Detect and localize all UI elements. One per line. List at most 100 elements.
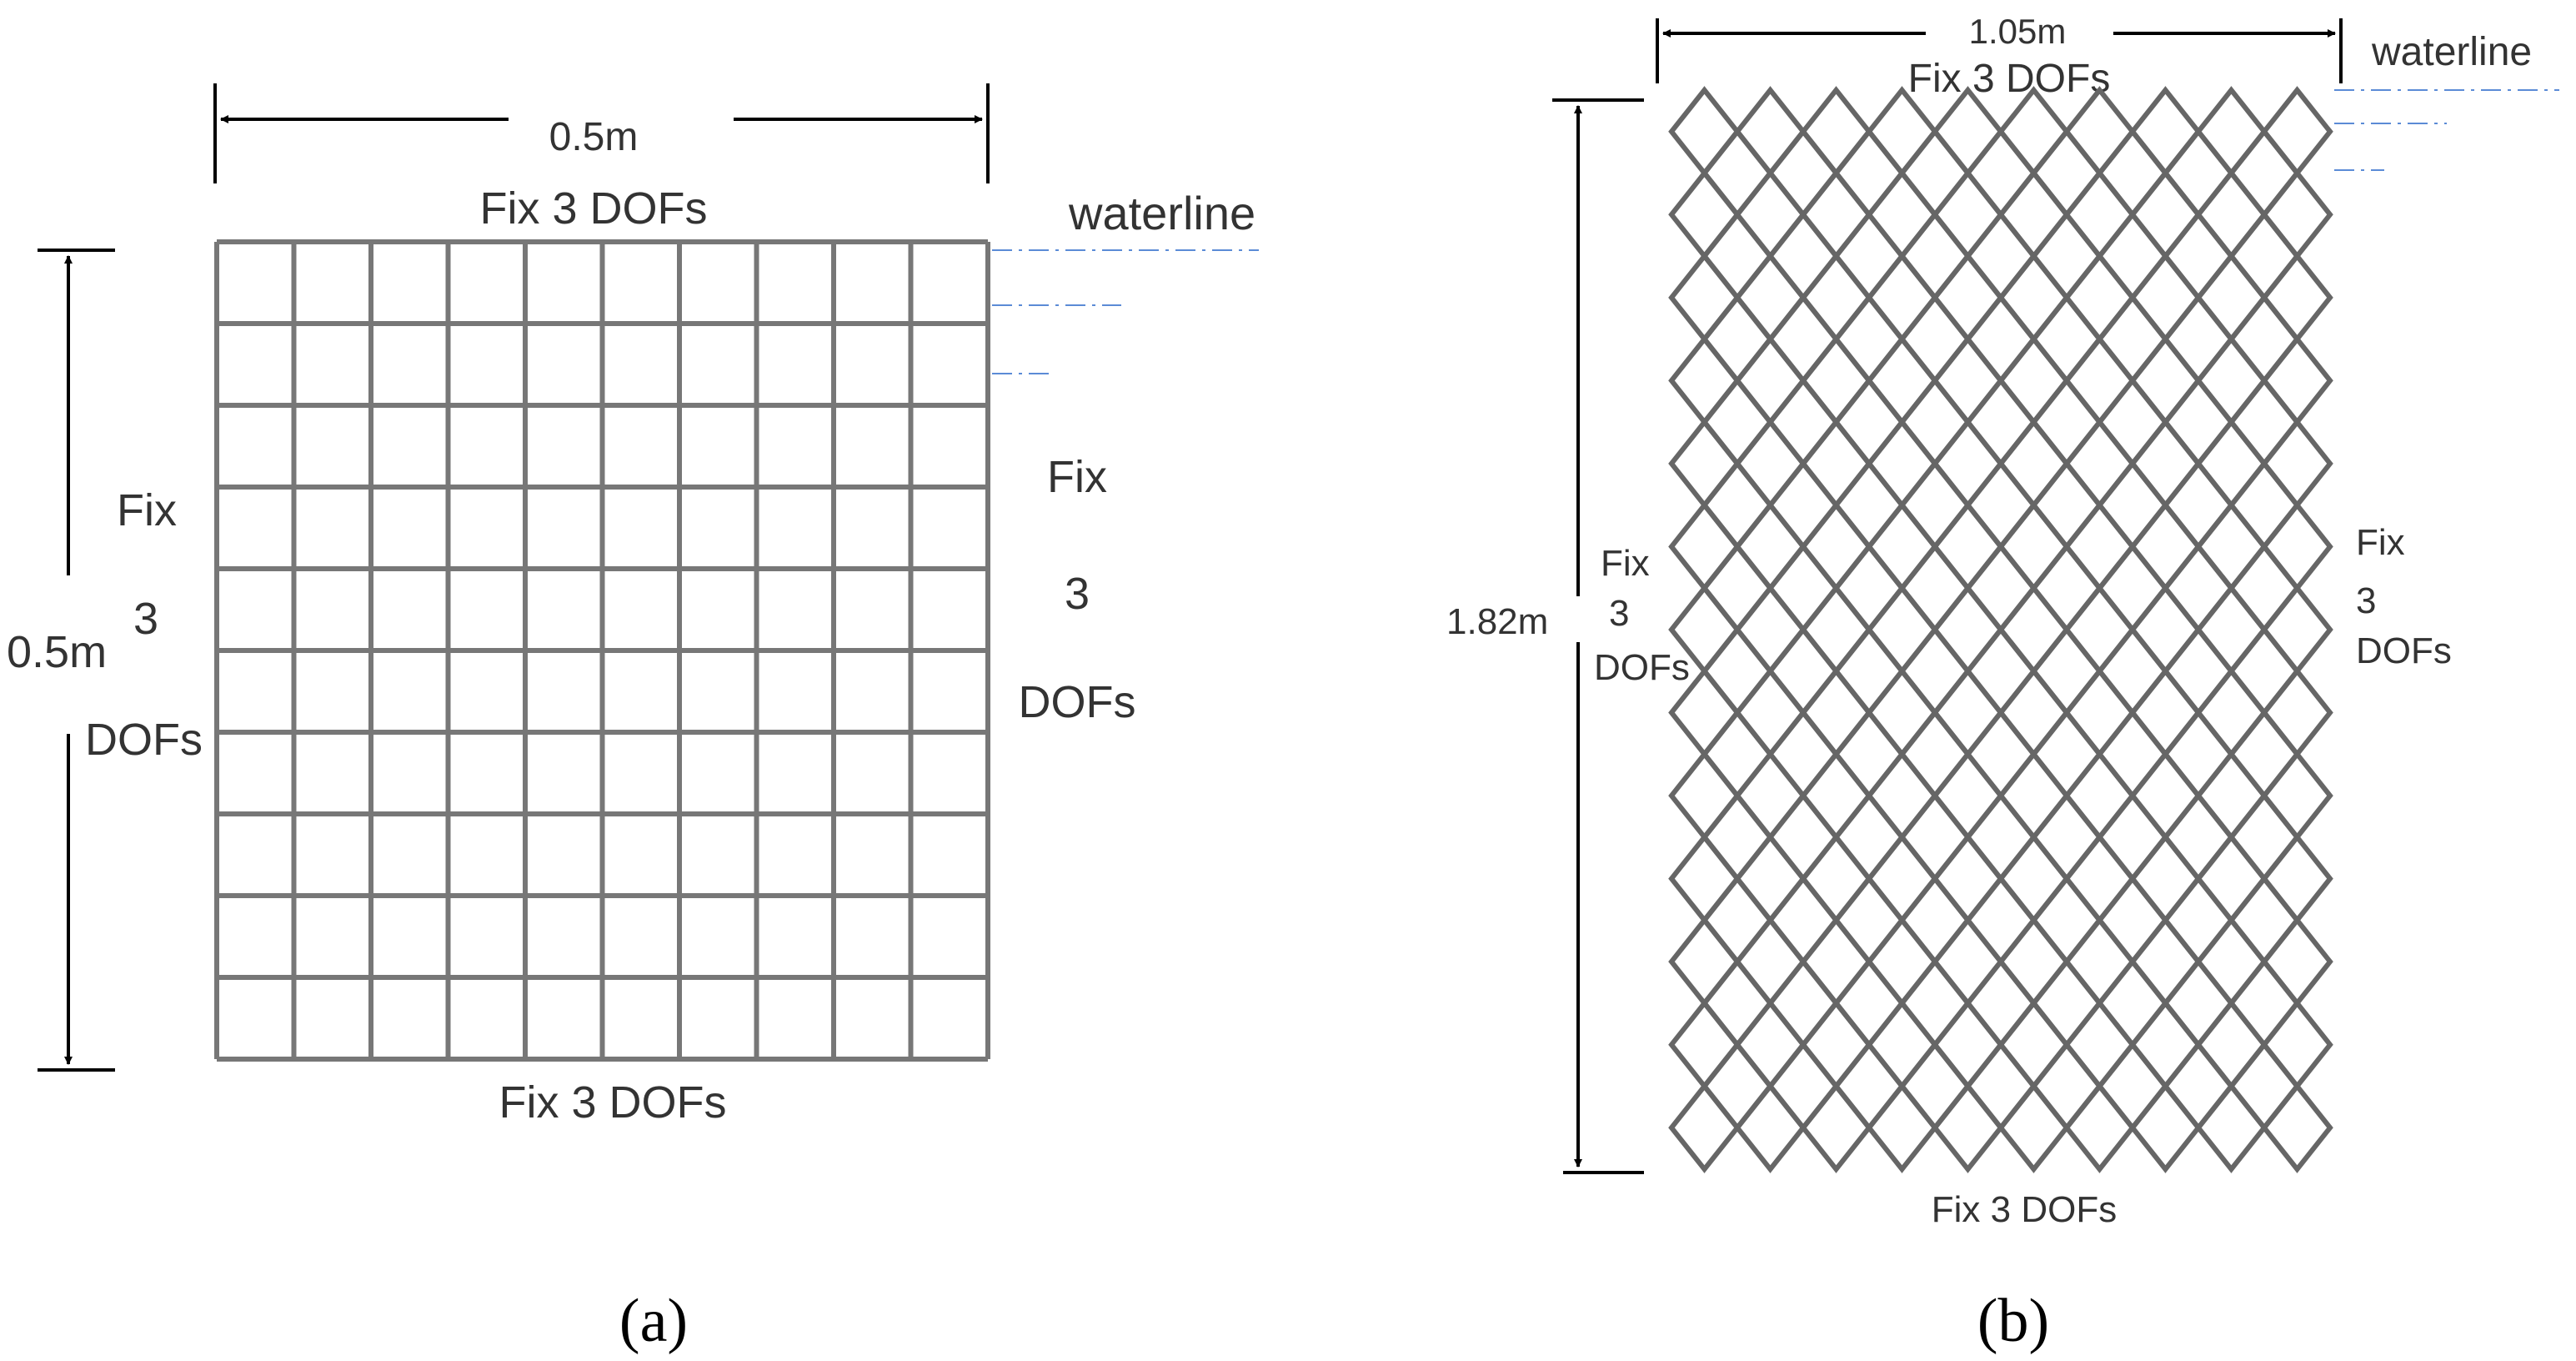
mesh-diamond [2261,418,2333,510]
mesh-diamond [1964,542,2037,634]
panel-b: 1.05m Fix 3 DOFs waterline 1.82m Fix 3 D… [1446,12,2559,1355]
mesh-diamond [1964,127,2037,219]
mesh-diamond [1997,666,2070,759]
mesh-diamond [1932,86,2004,178]
mesh-diamond [1898,294,1972,385]
mesh-diamond [1932,252,2004,344]
mesh-diamond [2096,874,2169,966]
mesh-diamond [1701,127,1774,219]
mesh-diamond [1866,916,1938,1007]
panel-b-waterline-label: waterline [2371,30,2532,74]
panel-b-top-label: Fix 3 DOFs [1908,57,2111,101]
mesh-diamond [1898,542,1972,634]
mesh-diamond [1997,334,2070,426]
mesh-diamond [2162,210,2235,302]
mesh-diamond [1800,1082,1872,1173]
mesh-diamond [1832,957,1906,1049]
mesh-diamond [2063,168,2136,260]
panel-a-right-label-line2: 3 [1065,569,1090,619]
mesh-diamond [1964,376,2037,468]
mesh-diamond [2129,86,2202,178]
mesh-diamond [1767,791,1840,883]
mesh-diamond [1932,334,2004,426]
mesh-diamond [1701,1040,1774,1132]
mesh-diamond [2096,127,2169,219]
mesh-diamond [2228,210,2301,302]
mesh-diamond [2129,418,2202,510]
mesh-diamond [2129,500,2202,593]
mesh-diamond [2228,625,2301,717]
mesh-diamond [1898,460,1972,551]
mesh-diamond [1964,957,2037,1049]
mesh-diamond [2030,874,2103,966]
mesh-diamond [2228,1040,2301,1132]
mesh-diamond [1866,750,1938,841]
mesh-diamond [2195,666,2268,759]
mesh-diamond [2129,1082,2202,1173]
mesh-diamond [1767,127,1840,219]
mesh-diamond [1767,210,1840,302]
mesh-diamond [2063,833,2136,925]
mesh-diamond [1832,294,1906,385]
mesh-diamond [1866,334,1938,426]
mesh-diamond [2030,1040,2103,1132]
mesh-diamond [1964,294,2037,385]
mesh-diamond [2063,1082,2136,1173]
mesh-diamond [1800,252,1872,344]
mesh-diamond [1898,127,1972,219]
mesh-diamond [1997,833,2070,925]
mesh-diamond [1668,833,1741,925]
mesh-diamond [2228,791,2301,883]
mesh-diamond [1800,666,1872,759]
panel-a-top-label: Fix 3 DOFs [479,183,707,234]
mesh-diamond [2129,999,2202,1091]
mesh-diamond [1832,460,1906,551]
mesh-diamond [2129,334,2202,426]
mesh-diamond [1932,916,2004,1007]
mesh-diamond [1866,418,1938,510]
panel-b-bottom-label: Fix 3 DOFs [1932,1189,2117,1230]
panel-a-square-mesh [214,239,990,1062]
mesh-diamond [1701,874,1774,966]
mesh-diamond [1898,625,1972,717]
mesh-diamond [2129,252,2202,344]
mesh-diamond [1832,625,1906,717]
mesh-diamond [1734,500,1807,593]
mesh-diamond [2129,666,2202,759]
panel-a-height-label: 0.5m [7,627,107,677]
mesh-diamond [1997,750,2070,841]
mesh-diamond [1734,750,1807,841]
mesh-diamond [2195,86,2268,178]
mesh-diamond [1832,708,1906,800]
mesh-diamond [2162,791,2235,883]
mesh-diamond [1701,210,1774,302]
mesh-diamond [1932,833,2004,925]
mesh-diamond [2261,334,2333,426]
panel-a-width-label: 0.5m [549,115,639,159]
mesh-diamond [2195,334,2268,426]
mesh-diamond [1668,86,1741,178]
mesh-diamond [1898,1040,1972,1132]
mesh-diamond [1701,708,1774,800]
panel-a-bottom-label: Fix 3 DOFs [499,1077,726,1127]
mesh-diamond [1997,418,2070,510]
mesh-diamond [2195,1082,2268,1173]
mesh-diamond [2228,957,2301,1049]
mesh-diamond [1898,957,1972,1049]
mesh-diamond [2195,500,2268,593]
panel-a-left-label-line3: DOFs [85,715,203,765]
mesh-diamond [2129,916,2202,1007]
mesh-diamond [2162,708,2235,800]
mesh-diamond [1866,999,1938,1091]
mesh-diamond [1668,750,1741,841]
mesh-diamond [2162,542,2235,634]
mesh-diamond [1997,252,2070,344]
mesh-diamond [2096,708,2169,800]
mesh-diamond [2195,999,2268,1091]
mesh-diamond [1668,1082,1741,1173]
mesh-diamond [1997,999,2070,1091]
panel-a-caption: (a) [619,1287,688,1355]
panel-a-waterline-label: waterline [1068,187,1255,239]
mesh-diamond [1800,86,1872,178]
mesh-diamond [2261,584,2333,675]
